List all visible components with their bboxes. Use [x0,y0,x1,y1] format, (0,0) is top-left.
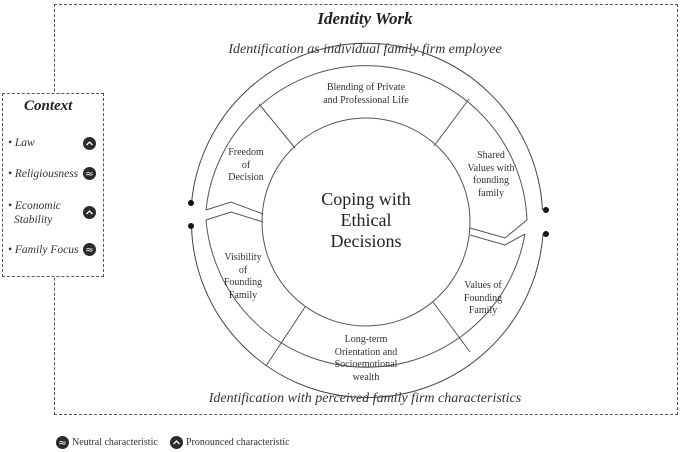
context-item-line: Stability [14,214,53,226]
bottom-identification-label: Identification with perceived family fir… [208,391,522,406]
segment-line: of [238,264,248,276]
endpoint-dot [543,231,549,237]
segment-line: and Professional Life [323,94,409,106]
pronounced-icon [83,137,96,150]
segment-line: family [477,187,505,199]
segment-freedom-of-decision: Freedom of Decision [216,147,276,185]
neutral-icon: ≈ [83,167,96,180]
right-boundary-lower [469,233,526,246]
svg-text:≈: ≈ [85,169,93,180]
segment-line: Founding [223,277,263,288]
segment-line: Freedom [228,147,264,158]
segment-line: Shared [477,150,505,161]
segment-line: Visibility [224,252,262,263]
ring-outer-bottom [205,219,526,368]
segment-line: Values with [467,162,515,174]
segment-line: Orientation and [334,346,398,358]
divider-top-left [258,103,296,149]
context-item-religiousness: • Religiousness [8,168,79,180]
endpoint-dot [543,207,549,213]
divider-bottom-left [265,306,306,367]
divider-bottom-right [432,301,471,353]
endpoint-dot [188,200,194,206]
segment-blending-private-professional: Blending of Private and Professional Lif… [296,82,436,107]
top-identification-label: Identification as individual family firm… [228,42,502,57]
center-line: Decisions [330,231,402,251]
segment-line: Long-term [344,334,388,345]
context-item-economic-stability: • Economic Stability [8,199,61,227]
neutral-icon: ≈ [83,243,96,256]
pronounced-icon [83,206,96,219]
svg-text:≈: ≈ [58,438,66,449]
context-item-law: • Law [8,137,35,149]
segment-line: Family [228,289,258,301]
center-line: Ethical [340,210,392,230]
center-coping-label: Coping with Ethical Decisions [306,189,426,252]
context-item-family-focus: • Family Focus [8,244,79,256]
identity-work-title: Identity Work [317,9,413,28]
segment-line: Family [468,305,498,316]
segment-line: Founding [463,292,503,304]
outer-arc-bottom [191,225,544,399]
legend-neutral-label: Neutral characteristic [72,437,158,448]
segment-line: Socioemotional [334,359,398,370]
left-boundary-lower [205,211,264,223]
context-item-line: • Economic [8,200,61,212]
endpoint-dot [188,223,194,229]
left-boundary [205,201,264,215]
center-line: Coping with [321,189,411,209]
segment-shared-values: Shared Values with founding family [455,150,527,200]
segment-values-founding-family: Values of Founding Family [448,280,518,318]
segment-line: Values of [464,280,502,291]
svg-text:≈: ≈ [85,245,93,256]
ring-outer-top [205,65,528,221]
pronounced-icon [170,436,183,449]
divider-top-right [433,98,470,147]
legend-pronounced-label: Pronounced characteristic [186,437,290,448]
segment-line: Blending of Private [326,82,406,93]
outer-arc-top [191,42,543,211]
segment-line: wealth [352,371,380,383]
segment-long-term-orientation: Long-term Orientation and Socioemotional… [316,334,416,384]
segment-visibility-founding-family: Visibility of Founding Family [213,252,273,302]
neutral-icon: ≈ [56,436,69,449]
segment-line: Decision [228,172,264,183]
segment-line: founding [472,175,510,186]
right-boundary [469,219,528,239]
segment-line: of [241,159,251,171]
context-title: Context [24,98,73,114]
